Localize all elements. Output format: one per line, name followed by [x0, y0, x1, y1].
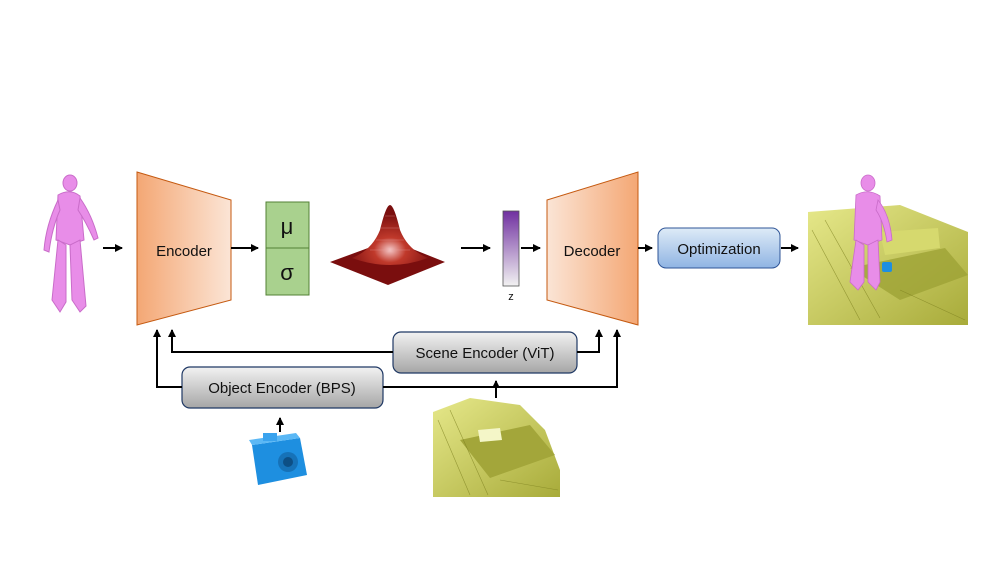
decoder-label: Decoder — [564, 243, 621, 260]
gaussian-surface — [330, 205, 445, 285]
decoder-block: Decoder — [546, 171, 639, 326]
encoder-block: Encoder — [136, 171, 232, 326]
z-label: z — [508, 291, 514, 303]
scene-encoder-label: Scene Encoder (ViT) — [416, 345, 555, 362]
optimization-block: Optimization — [657, 227, 781, 269]
object-encoder-block: Object Encoder (BPS) — [181, 366, 384, 409]
encoder-label: Encoder — [156, 243, 212, 260]
object-encoder-label: Object Encoder (BPS) — [208, 380, 356, 397]
output-scene-with-human — [808, 174, 968, 325]
latent-z-vector: z — [502, 210, 520, 303]
scene-encoder-block: Scene Encoder (ViT) — [392, 331, 578, 374]
mu-symbol: μ — [281, 214, 294, 239]
camera-object — [249, 433, 307, 485]
sigma-symbol: σ — [280, 260, 294, 285]
input-human-figure — [43, 174, 99, 313]
latent-distribution-block: μ σ — [265, 201, 310, 296]
optimization-label: Optimization — [677, 241, 760, 258]
input-scene — [433, 398, 560, 497]
